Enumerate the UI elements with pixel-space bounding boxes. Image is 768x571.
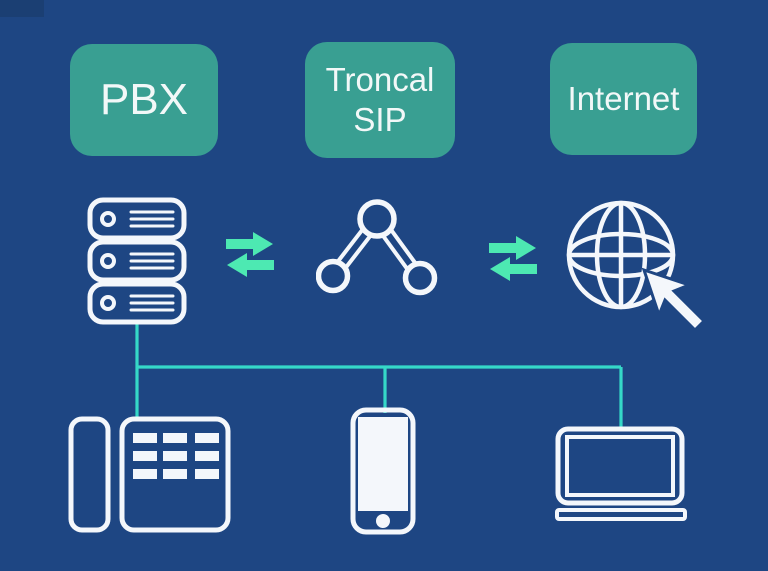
arrow-right-icon — [226, 232, 273, 256]
pbx-label: PBX — [99, 75, 189, 124]
server-stack-icon — [87, 197, 187, 325]
laptop-icon — [555, 426, 687, 522]
internet-label: Internet — [567, 80, 680, 117]
desk-phone-icon — [68, 415, 232, 535]
cursor-icon — [641, 267, 707, 333]
pbx-box: PBX — [70, 44, 218, 156]
globe-cursor-icon — [566, 200, 716, 340]
network-nodes-icon — [316, 198, 438, 298]
troncal-sip-label-line1: Troncal — [325, 61, 435, 98]
arrow-left-icon — [227, 253, 274, 277]
smartphone-icon — [350, 407, 416, 535]
arrow-right-icon — [489, 236, 536, 260]
exchange-arrows-icon — [226, 226, 274, 278]
troncal-sip-label-line2: SIP — [353, 101, 407, 138]
troncal-sip-box: Troncal SIP — [305, 42, 455, 158]
exchange-arrows-icon — [489, 230, 537, 282]
top-left-shade — [0, 0, 44, 17]
arrow-left-icon — [490, 257, 537, 281]
internet-box: Internet — [550, 43, 697, 155]
